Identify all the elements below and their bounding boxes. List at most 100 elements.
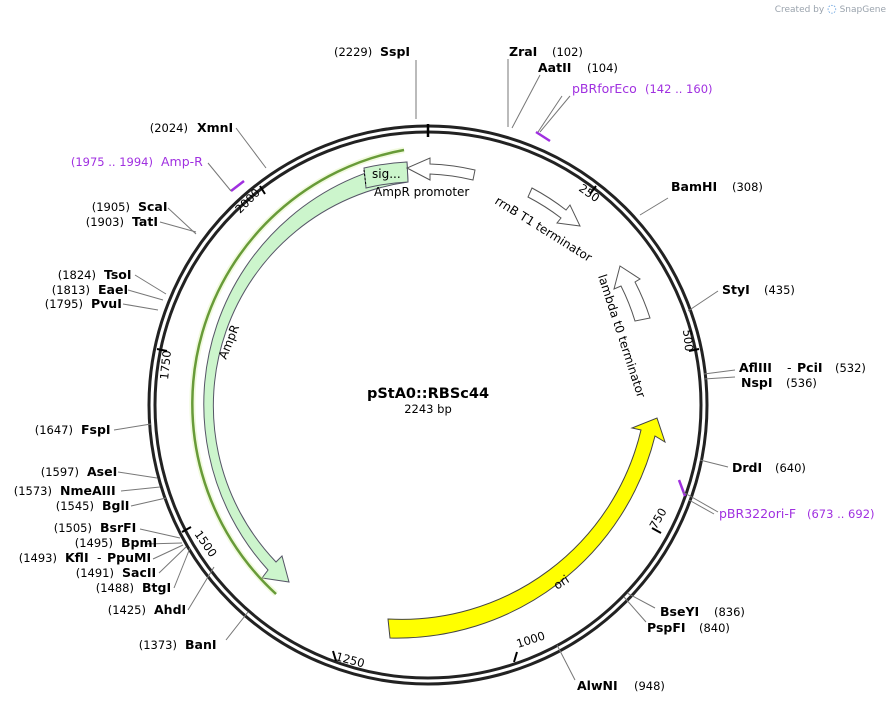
- ppumi-name: PpuMI: [107, 550, 151, 565]
- fspi-name: FspI: [81, 422, 111, 437]
- site-asei[interactable]: (1597) AseI: [41, 464, 118, 479]
- zrai-position: (102): [552, 45, 583, 59]
- site-eaei[interactable]: (1813) EaeI: [52, 282, 128, 297]
- snapgene-logo-icon: ◌: [827, 2, 837, 15]
- pspfi-position: (840): [699, 621, 730, 635]
- tick-1250: [332, 650, 337, 662]
- site-nspi[interactable]: NspI (536): [741, 375, 817, 390]
- signal-feature[interactable]: sig...: [363, 161, 409, 189]
- nmeaiii-name: NmeAIII: [60, 483, 116, 498]
- sspi-position: (2229): [334, 45, 372, 59]
- tick-500: [688, 348, 700, 352]
- site-bani[interactable]: (1373) BanI: [139, 637, 217, 652]
- ahdi-position: (1425): [108, 603, 146, 617]
- bsrfi-position: (1505): [54, 521, 92, 535]
- aatii-position: (104): [587, 61, 618, 75]
- eaei-position: (1813): [52, 283, 90, 297]
- site-pvui[interactable]: (1795) PvuI: [45, 296, 122, 311]
- btgi-name: BtgI: [142, 580, 171, 595]
- rrnb-terminator-feature[interactable]: rrnB T1 terminator: [492, 187, 595, 265]
- ruler-label-750: 750: [646, 505, 669, 531]
- kfli-name: KflI: [65, 550, 89, 565]
- bpmi-name: BpmI: [121, 535, 157, 550]
- pbr322ori-name: pBR322ori-F: [719, 506, 796, 521]
- drdi-name: DrdI: [732, 460, 762, 475]
- site-tati[interactable]: (1903) TatI: [86, 214, 158, 229]
- ruler-ticks: [156, 185, 700, 663]
- zrai-name: ZraI: [509, 44, 537, 59]
- bani-position: (1373): [139, 638, 177, 652]
- tsoi-position: (1824): [58, 268, 96, 282]
- pbr322ori-mark: [677, 479, 687, 497]
- tsoi-name: TsoI: [104, 267, 132, 282]
- nmeaiii-position: (1573): [14, 484, 52, 498]
- primer-pbr322ori-f[interactable]: pBR322ori-F (673 .. 692): [719, 506, 875, 521]
- site-aatii[interactable]: AatII (104): [538, 60, 618, 75]
- lambda-terminator-feature[interactable]: lambda t0 terminator: [595, 265, 651, 400]
- ruler-label-500: 500: [680, 329, 696, 352]
- pvui-position: (1795): [45, 297, 83, 311]
- bseyi-position: (836): [714, 605, 745, 619]
- site-bseyi[interactable]: BseYI (836): [660, 604, 745, 619]
- site-styi[interactable]: StyI (435): [722, 282, 795, 297]
- site-fspi[interactable]: (1647) FspI: [35, 422, 111, 437]
- site-ahdi[interactable]: (1425) AhdI: [108, 602, 186, 617]
- primer-pbrforeco[interactable]: pBRforEco (142 .. 160): [572, 81, 713, 96]
- plasmid-length: 2243 bp: [404, 402, 452, 416]
- tick-2000: [259, 185, 266, 195]
- btgi-position: (1488): [96, 581, 134, 595]
- asei-position: (1597): [41, 465, 79, 479]
- nspi-name: NspI: [741, 375, 773, 390]
- tick-1500: [181, 526, 192, 533]
- tati-position: (1903): [86, 215, 124, 229]
- asei-name: AseI: [87, 464, 117, 479]
- nspi-position: (536): [786, 376, 817, 390]
- primer-ampr[interactable]: (1975 .. 1994) Amp-R: [71, 154, 203, 169]
- sspi-name: SspI: [380, 44, 410, 59]
- xmni-name: XmnI: [197, 120, 233, 135]
- site-pspfi[interactable]: PspFI (840): [647, 620, 730, 635]
- ampr-promoter-label: AmpR promoter: [374, 185, 469, 199]
- afliii-separator: -: [787, 360, 792, 375]
- site-tsoi[interactable]: (1824) TsoI: [58, 267, 132, 282]
- bgli-position: (1545): [56, 499, 94, 513]
- sacii-name: SacII: [122, 565, 156, 580]
- bani-name: BanI: [185, 637, 217, 652]
- site-bpmi[interactable]: (1495) BpmI: [75, 535, 157, 550]
- signal-label: sig...: [372, 167, 401, 181]
- site-bamhi[interactable]: BamHI (308): [671, 179, 763, 194]
- bamhi-position: (308): [732, 180, 763, 194]
- pbrforeco-mark: [535, 130, 551, 143]
- site-scai[interactable]: (1905) ScaI: [92, 199, 168, 214]
- ruler-label-1500: 1500: [192, 528, 220, 560]
- site-sacii[interactable]: (1491) SacII: [76, 565, 156, 580]
- site-bsrfi[interactable]: (1505) BsrFI: [54, 520, 137, 535]
- fspi-position: (1647): [35, 423, 73, 437]
- site-kfli-ppumi[interactable]: (1493) KflI - PpuMI: [19, 550, 151, 565]
- ampr-feature[interactable]: AmpR: [203, 161, 409, 583]
- snapgene-brand: Created by ◌ SnapGene: [775, 2, 886, 15]
- site-alwni[interactable]: AlwNI (948): [577, 678, 665, 693]
- xmni-position: (2024): [150, 121, 188, 135]
- scai-position: (1905): [92, 200, 130, 214]
- site-drdi[interactable]: DrdI (640): [732, 460, 806, 475]
- bgli-name: BglI: [102, 498, 129, 513]
- eaei-name: EaeI: [98, 282, 128, 297]
- bamhi-name: BamHI: [671, 179, 717, 194]
- site-btgi[interactable]: (1488) BtgI: [96, 580, 171, 595]
- site-afliii-pcii[interactable]: AflIII - PciI (532): [739, 360, 866, 375]
- ruler-label-1750: 1750: [157, 350, 174, 381]
- site-bgli[interactable]: (1545) BglI: [56, 498, 130, 513]
- pbrforeco-range: (142 .. 160): [645, 82, 713, 96]
- site-zrai[interactable]: ZraI (102): [509, 44, 583, 59]
- site-nmeaiii[interactable]: (1573) NmeAIII: [14, 483, 116, 498]
- site-sspi[interactable]: (2229) SspI: [334, 44, 410, 59]
- lambda-terminator-label: lambda t0 terminator: [595, 273, 648, 400]
- ampr-promoter-feature[interactable]: AmpR promoter: [374, 157, 476, 199]
- site-xmni[interactable]: (2024) XmnI: [150, 120, 233, 135]
- aatii-name: AatII: [538, 60, 571, 75]
- pbr322ori-range: (673 .. 692): [807, 507, 875, 521]
- pvui-name: PvuI: [91, 296, 122, 311]
- pspfi-name: PspFI: [647, 620, 686, 635]
- bpmi-position: (1495): [75, 536, 113, 550]
